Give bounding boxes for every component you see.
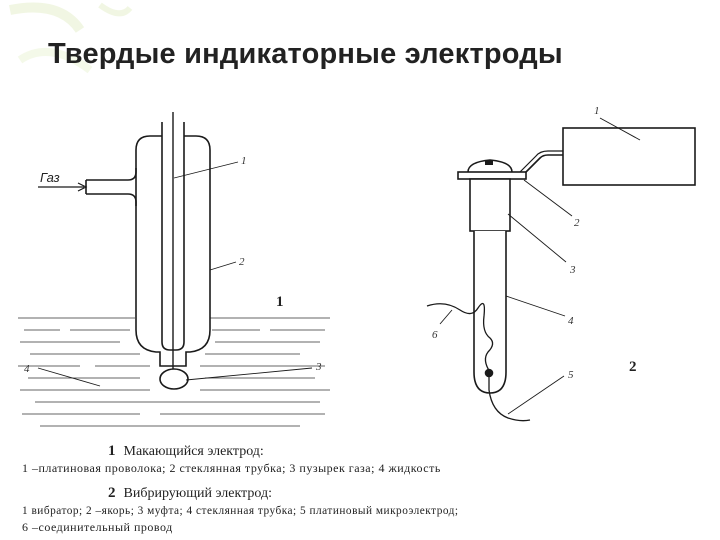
fig1-label-4: 4 [24,363,30,375]
coupling-sleeve [469,178,511,232]
glass-tube [473,231,507,394]
gas-inlet-tube [86,168,137,181]
gas-inlet-tube-lower [86,193,137,206]
figure-1-dipping-electrode [18,112,330,427]
gas-bubble [159,368,189,390]
liquid-hatching [18,317,330,427]
top-plate [457,171,527,180]
fig2-label-5: 5 [568,369,574,381]
fig2-label-3: 3 [569,264,576,276]
fig2-label-4: 4 [568,315,574,327]
caption-1-title: Макающийся электрод: [123,444,264,459]
figure-2-leaders [439,117,641,415]
caption-2-number: 2 [108,485,116,501]
fig2-label-1: 1 [594,105,600,117]
fig1-label-3: 3 [315,361,322,373]
platinum-microelectrode [488,376,531,422]
connecting-wire [426,302,494,373]
vibrator-box [562,127,696,186]
caption-1-heading: 1 Макающийся электрод: [108,443,264,459]
figure-2-number: 2 [629,359,637,375]
caption-2-legend-line-1: 1 вибратор; 2 –якорь; 3 муфта; 4 стеклян… [22,505,459,517]
figure-1-number: 1 [276,294,284,310]
page-title: Твердые индикаторные электроды [48,38,563,70]
fig1-label-2: 2 [239,256,245,268]
caption-1-number: 1 [108,443,116,459]
fig2-label-2: 2 [574,217,580,229]
caption-1-legend: 1 –платиновая проволока; 2 стеклянная тр… [22,461,441,475]
fig1-label-1: 1 [241,155,247,167]
caption-2-title: Вибрирующий электрод: [123,486,272,501]
platinum-microelectrode-bead [484,368,494,378]
figure-1-leaders [37,161,313,387]
figure-2-vibrating-electrode [426,117,696,422]
armature-arm [525,154,563,173]
fig2-label-6: 6 [432,329,438,341]
decorative-swirl [9,2,133,74]
gas-label: Газ [40,170,60,185]
caption-2-legend-line-2: 6 –соединительный провод [22,520,173,534]
caption-2-heading: 2 Вибрирующий электрод: [108,485,272,501]
